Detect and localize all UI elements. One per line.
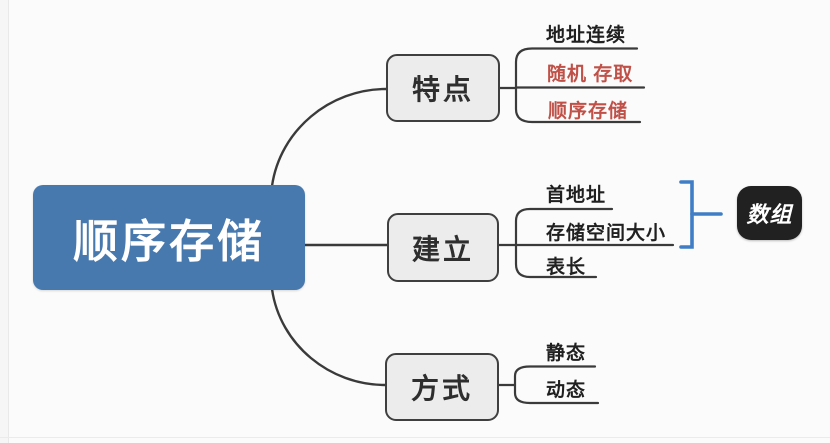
root-to-features-curve bbox=[270, 87, 388, 188]
callout-node-array[interactable]: 数组 bbox=[737, 186, 802, 240]
topic-address-contiguous[interactable]: 地址连续 bbox=[546, 25, 627, 46]
topic-random-access[interactable]: 随机 存取 bbox=[547, 64, 634, 85]
topic-first-address[interactable]: 首地址 bbox=[546, 185, 607, 206]
topic-sequential-storage[interactable]: 顺序存储 bbox=[548, 101, 629, 122]
root-to-mode-curve bbox=[270, 287, 387, 387]
branch-node-mode[interactable]: 方式 bbox=[385, 353, 499, 421]
branch-node-features[interactable]: 特点 bbox=[386, 54, 500, 122]
build-children-bracket bbox=[514, 207, 614, 279]
screen-edge-artifact-bottom bbox=[0, 437, 830, 438]
callout-label-array: 数组 bbox=[746, 202, 793, 227]
features-children-bracket bbox=[514, 47, 642, 124]
topic-storage-space-size[interactable]: 存储空间大小 bbox=[546, 223, 667, 244]
branch-label-build: 建立 bbox=[411, 233, 474, 265]
screen-edge-artifact-left bbox=[0, 0, 9, 443]
branch-label-features: 特点 bbox=[411, 74, 474, 105]
topic-static[interactable]: 静态 bbox=[546, 343, 587, 364]
root-topic-label: 顺序存储 bbox=[72, 216, 265, 267]
branch-node-build[interactable]: 建立 bbox=[387, 213, 499, 282]
root-topic-node[interactable]: 顺序存储 bbox=[33, 185, 305, 290]
branch-label-mode: 方式 bbox=[410, 373, 473, 404]
mode-children-bracket bbox=[513, 365, 600, 405]
topic-dynamic[interactable]: 动态 bbox=[546, 380, 587, 401]
topic-table-length[interactable]: 表长 bbox=[546, 257, 587, 278]
